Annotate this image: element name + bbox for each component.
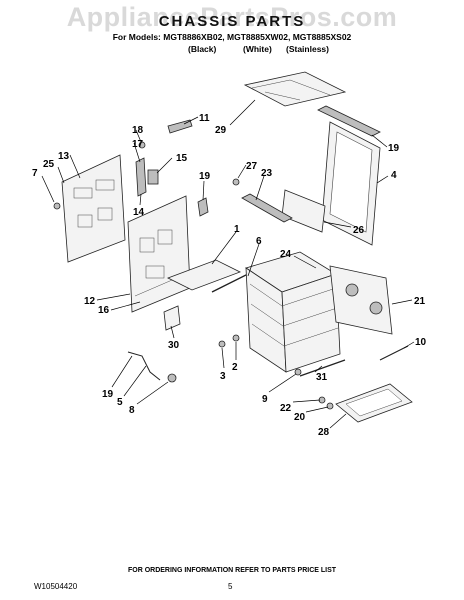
part-hinge-bracket	[135, 141, 147, 197]
part-oven-cavity	[245, 251, 341, 373]
part-hardware	[294, 368, 334, 410]
callout-23: 23	[261, 168, 273, 179]
callout-14: 14	[133, 207, 145, 218]
callout-27: 27	[246, 161, 258, 172]
part-clip	[197, 197, 209, 217]
callout-10: 10	[415, 337, 427, 348]
callout-18: 18	[132, 125, 144, 136]
part-side-panel	[61, 154, 126, 263]
part-screw	[53, 202, 61, 210]
variant-stainless: (Stainless)	[286, 44, 329, 54]
leader-lines	[41, 99, 415, 429]
callout-29: 29	[215, 125, 227, 136]
callout-12: 12	[84, 296, 96, 307]
part-door-frame	[321, 121, 381, 246]
callout-6: 6	[256, 236, 262, 247]
callout-1: 1	[234, 224, 240, 235]
part-mount-bracket	[163, 305, 181, 331]
callout-17: 17	[132, 139, 144, 150]
part-top-panel	[243, 71, 347, 107]
callout-19-middle: 19	[199, 171, 211, 182]
variant-white: (White)	[243, 44, 272, 54]
callout-16: 16	[98, 305, 110, 316]
page-number: 5	[228, 582, 233, 591]
part-wire-harness	[127, 351, 177, 383]
callout-28: 28	[318, 427, 330, 438]
part-drawer	[335, 383, 413, 423]
ordering-note: FOR ORDERING INFORMATION REFER TO PARTS …	[127, 567, 337, 574]
callout-7: 7	[32, 168, 38, 179]
callout-20: 20	[294, 412, 306, 423]
callout-21: 21	[414, 296, 426, 307]
watermark: AppliancePartsPros.com	[66, 2, 398, 32]
model-list: For Models: MGT8886XB02, MGT8885XW02, MG…	[112, 32, 352, 42]
callout-4: 4	[391, 170, 397, 181]
callout-22: 22	[280, 403, 292, 414]
part-probe	[379, 345, 409, 361]
part-support-rod	[299, 359, 346, 377]
callout-25: 25	[43, 159, 55, 170]
part-control-panel	[329, 265, 393, 335]
part-glass-panel	[281, 189, 326, 233]
callout-19-top: 19	[388, 143, 400, 154]
callout-3: 3	[220, 371, 226, 382]
variant-black: (Black)	[188, 44, 217, 54]
callout-19-bottom: 19	[102, 389, 114, 400]
callout-31: 31	[316, 372, 328, 383]
callout-labels: 29 11 18 17 19 25 13 15 7 14 27 23 4 19 …	[32, 113, 427, 438]
page-title: CHASSIS PARTS	[158, 13, 306, 30]
callout-5: 5	[117, 397, 123, 408]
part-trim-strip	[317, 105, 381, 137]
part-element-assembly	[232, 178, 293, 223]
callout-11: 11	[199, 113, 210, 124]
callout-9: 9	[262, 394, 268, 405]
part-switch	[147, 169, 159, 185]
callout-2: 2	[232, 362, 238, 373]
callout-13: 13	[58, 151, 70, 162]
callout-30: 30	[168, 340, 180, 351]
part-fasteners	[218, 334, 240, 348]
callout-15: 15	[176, 153, 188, 164]
document-number: W10504420	[34, 582, 78, 591]
part-tray	[167, 259, 241, 291]
callout-26: 26	[353, 225, 365, 236]
callout-8: 8	[129, 405, 135, 416]
callout-24: 24	[280, 249, 292, 260]
